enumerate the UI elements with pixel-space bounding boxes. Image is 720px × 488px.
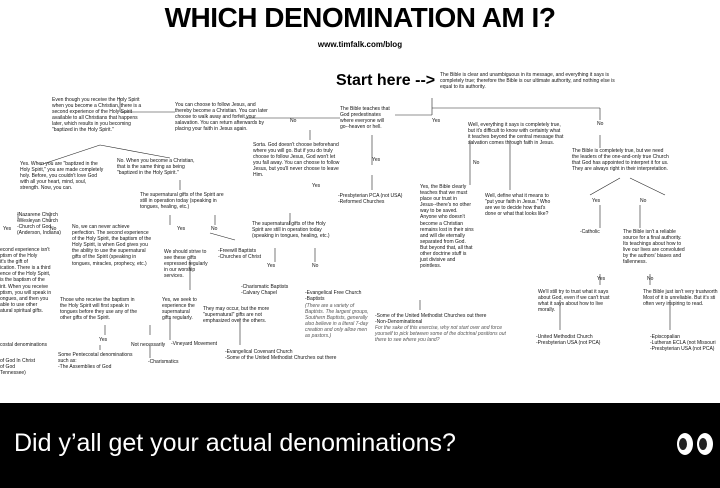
node-second-experience-question: Even though you receive the Holy Spirit … [52, 97, 142, 134]
label-yes: Yes [597, 276, 606, 282]
start-here-label: Start here --> [336, 72, 436, 89]
node-methodist-usa: -United Methodist Church -Presbyterian U… [536, 334, 601, 347]
node-yes-baptized: Yes. When you are "baptized in the Holy … [20, 161, 104, 192]
label-yes: Yes [312, 183, 321, 189]
label-yes: Yes [592, 198, 601, 204]
label-no: No [290, 118, 297, 124]
node-charismatic-baptists: -Charismatic Baptists -Calvary Chapel [241, 284, 289, 297]
node-presbyterian-pca: -Presbyterian PCA (not USA) -Reformed Ch… [338, 193, 403, 206]
node-bible-clear: The Bible is clear and unambiguous in it… [440, 72, 615, 91]
node-well-define: Well, define what it means to "put your … [485, 193, 551, 218]
node-completely-true: The Bible is completely true, but we nee… [572, 148, 669, 173]
caption-text: Did y’all get your actual denominations? [14, 429, 456, 457]
node-no-when: No. When you become a Christian, that is… [117, 158, 195, 177]
label-no: No [640, 198, 647, 204]
node-predestines: The Bible teaches that God predestinates… [340, 106, 390, 131]
note-variety-baptists: (There are a variety of Baptists. The la… [305, 303, 369, 340]
node-can-choose: You can choose to follow Jesus, and ther… [175, 102, 268, 133]
node-gifts-operation-2: The supernatural gifts of the Holy Spiri… [252, 221, 330, 240]
connector-lines [17, 98, 671, 358]
node-church-of-god: of God In Christ of God Tennessee) [0, 358, 36, 377]
label-no: No [312, 263, 319, 269]
label-yes: Yes [99, 337, 108, 343]
node-evangelical-covenant: -Evangelical Covenant Church -Some of th… [225, 349, 337, 362]
node-those-who: Those who receive the baptism in the Hol… [60, 297, 137, 322]
label-yes: Yes [177, 226, 186, 232]
node-sorta: Sorta. God doesn't choose beforehand whe… [253, 142, 340, 179]
node-charismatics: -Charismatics [148, 359, 179, 365]
node-catholic: -Catholic [580, 229, 600, 235]
node-yes-seek: Yes, we seek to experience the supernatu… [162, 297, 197, 322]
flowchart-image: WHICH DENOMINATION AM I? www.timfalk.com… [0, 0, 720, 403]
node-no-we-can: No, we can never achieve perfection. The… [72, 224, 152, 267]
node-may-occur: They may occur, but the more "supernatur… [203, 306, 270, 325]
caption-bar [0, 403, 720, 488]
label-no: No [211, 226, 218, 232]
node-freewill: -Freewill Baptists -Churches of Christ [218, 248, 262, 261]
node-nazarene: -Nazarene Church -Wesleyan Church -Churc… [17, 212, 61, 237]
node-episcopalian: -Episcopalian -Lutheran ECLA (not Missou… [650, 334, 716, 353]
chart-url: www.timfalk.com/blog [317, 40, 403, 49]
node-well-everything: Well, everything it says is completely t… [468, 122, 564, 147]
node-not-trustworthy: The Bible just isn't very trustworth Mos… [643, 289, 718, 308]
label-yes: Yes [267, 263, 276, 269]
node-vineyard: -Vineyard Movement [171, 341, 218, 347]
node-some-methodist: -Some of the United Methodist Churches o… [375, 313, 487, 326]
label-not-necessarily: Not necessarily [131, 342, 166, 348]
node-costal-denominations: costal denominations [0, 342, 47, 348]
label-no: No [597, 121, 604, 127]
label-yes: Yes [3, 226, 12, 232]
node-pentecostal-some: Some Pentecostal denominations such as: … [58, 352, 133, 371]
label-yes: Yes [432, 118, 441, 124]
label-no: No [647, 276, 654, 282]
label-no: No [50, 226, 57, 232]
node-still-try: We'll still try to trust what it says ab… [538, 289, 610, 314]
node-yes-clearly: Yes, the Bible clearly teaches that we m… [420, 184, 474, 270]
node-should-strive: We should strive to see these gifts expr… [164, 249, 208, 280]
node-second-experience: econd experience isn't ptism of the Holy… [0, 247, 52, 314]
chart-title: WHICH DENOMINATION AM I? [164, 2, 556, 33]
note-for-the-sake: For the sake of this exercise, why not s… [375, 325, 506, 344]
label-no: No [473, 160, 480, 166]
eyes-emoji-icon [677, 433, 713, 455]
node-evangelical-free: -Evangelical Free Church -Baptists [305, 290, 362, 303]
label-yes: Yes [372, 157, 381, 163]
node-gifts-operation: The supernatural gifts of the Spirit are… [140, 192, 224, 211]
node-not-reliable: The Bible isn't a reliable source for a … [623, 229, 685, 266]
